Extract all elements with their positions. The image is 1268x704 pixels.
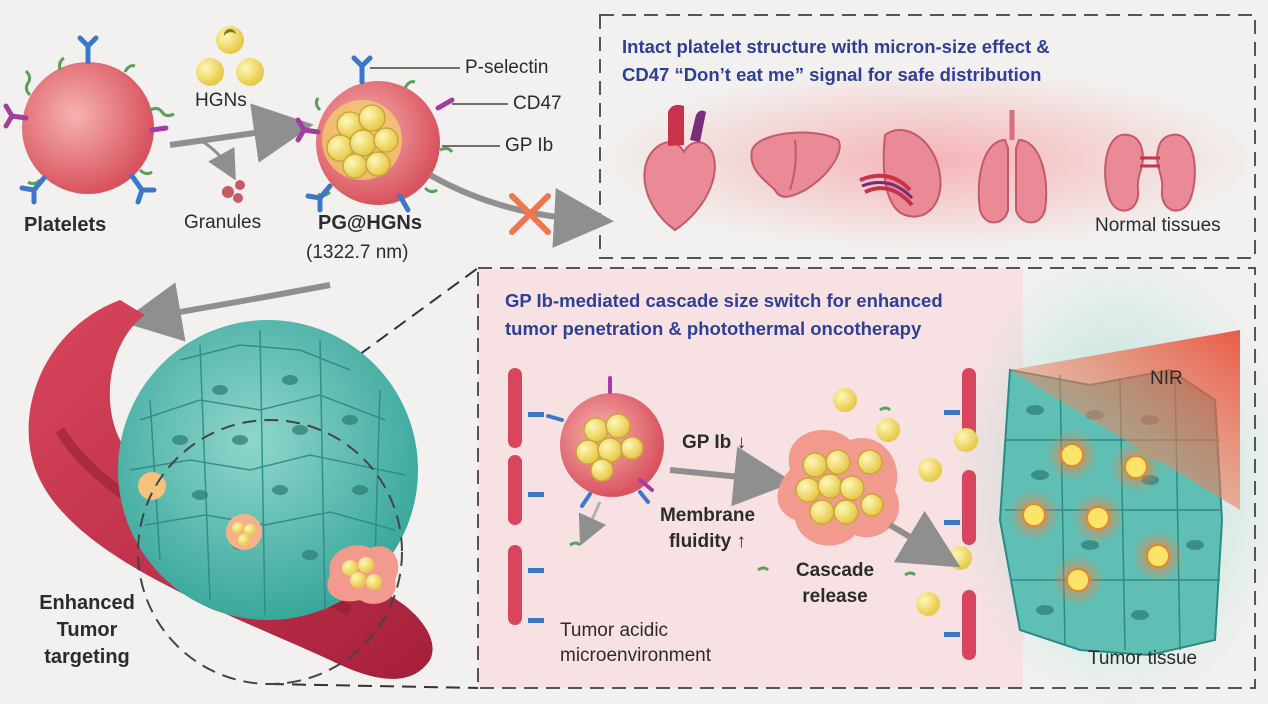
targeting-line-3: targeting	[44, 646, 130, 668]
cd47-label: CD47	[513, 93, 562, 114]
acidic-line-1: Tumor acidic	[560, 620, 669, 641]
enhanced-tumor-targeting-label: Enhanced Tumor targeting	[28, 590, 146, 671]
tumor-spheroid	[118, 320, 418, 620]
pg-size-label: (1322.7 nm)	[306, 242, 409, 263]
platelet	[3, 35, 175, 205]
nir-beam	[1010, 330, 1240, 510]
granules-icon	[222, 180, 245, 203]
disassembled-pg-hgns	[777, 388, 900, 546]
targeting-arrow	[121, 282, 331, 342]
shed-gp-ib-fragments	[569, 406, 917, 577]
targeting-line-2: Tumor	[56, 619, 118, 641]
shedding-arrow	[578, 501, 607, 546]
targeting-line-1: Enhanced	[39, 592, 135, 614]
cascade-line-1: Cascade	[795, 560, 875, 581]
cross-icon	[509, 193, 551, 235]
cascade-switch-box	[477, 267, 1256, 689]
safe-distribution-heading-1: Intact platelet structure with micron-si…	[622, 36, 1050, 57]
pg-hgns-particle	[295, 55, 455, 213]
pg-hgns-label: PG@HGNs	[318, 212, 422, 234]
normal-tissues-label: Normal tissues	[1095, 215, 1221, 236]
spleen-icon	[859, 129, 942, 218]
p-selectin-label: P-selectin	[465, 57, 549, 78]
lung-icon	[977, 110, 1048, 224]
cascade-heading-2: tumor penetration & photothermal oncothe…	[505, 318, 922, 339]
liver-icon	[750, 131, 841, 198]
platelets-label: Platelets	[24, 214, 107, 236]
blocked-arrow	[428, 172, 614, 248]
tumor-vessel-particles	[138, 472, 399, 604]
cascade-line-2: release	[802, 586, 868, 607]
zoom-circle	[137, 419, 403, 685]
gp-ib-decrease-label: GP Ib ↓	[682, 432, 746, 454]
tumor-tissue-label: Tumor tissue	[1088, 648, 1198, 669]
gp-ib-decrease-text: GP Ib	[682, 432, 732, 453]
cascade-release-label: Cascade release	[780, 558, 890, 610]
down-arrow-icon: ↓	[736, 432, 747, 453]
up-arrow-icon: ↑	[736, 531, 747, 552]
granules-arrow	[199, 138, 236, 181]
intact-pg-hgns	[546, 376, 664, 508]
vessel-wall-left	[508, 368, 544, 625]
membrane-fluidity-label: Membrane fluidity ↑	[640, 503, 775, 555]
release-arrow	[888, 510, 961, 568]
gp-ib-label: GP Ib	[505, 135, 554, 156]
membrane-line-1: Membrane	[659, 505, 756, 526]
zoom-line-bottom	[269, 683, 479, 689]
tumor-acidic-label: Tumor acidic microenvironment	[560, 618, 711, 668]
safe-distribution-box	[599, 14, 1256, 259]
heated-nanoparticles	[1008, 429, 1184, 606]
hgns-cluster	[196, 26, 264, 86]
hgns-label: HGNs	[195, 90, 247, 111]
assembly-arrow	[169, 103, 314, 163]
kidney-icon	[1104, 133, 1196, 212]
granules-label: Granules	[184, 212, 262, 233]
switch-arrow	[669, 446, 794, 507]
safe-distribution-heading-2: CD47 “Don’t eat me” signal for safe dist…	[622, 64, 1042, 85]
acidic-line-2: microenvironment	[560, 645, 711, 666]
membrane-line-2: fluidity	[668, 531, 732, 552]
nir-label: NIR	[1150, 368, 1183, 389]
heart-icon	[643, 104, 716, 232]
cascade-heading-1: GP Ib-mediated cascade size switch for e…	[505, 290, 943, 311]
